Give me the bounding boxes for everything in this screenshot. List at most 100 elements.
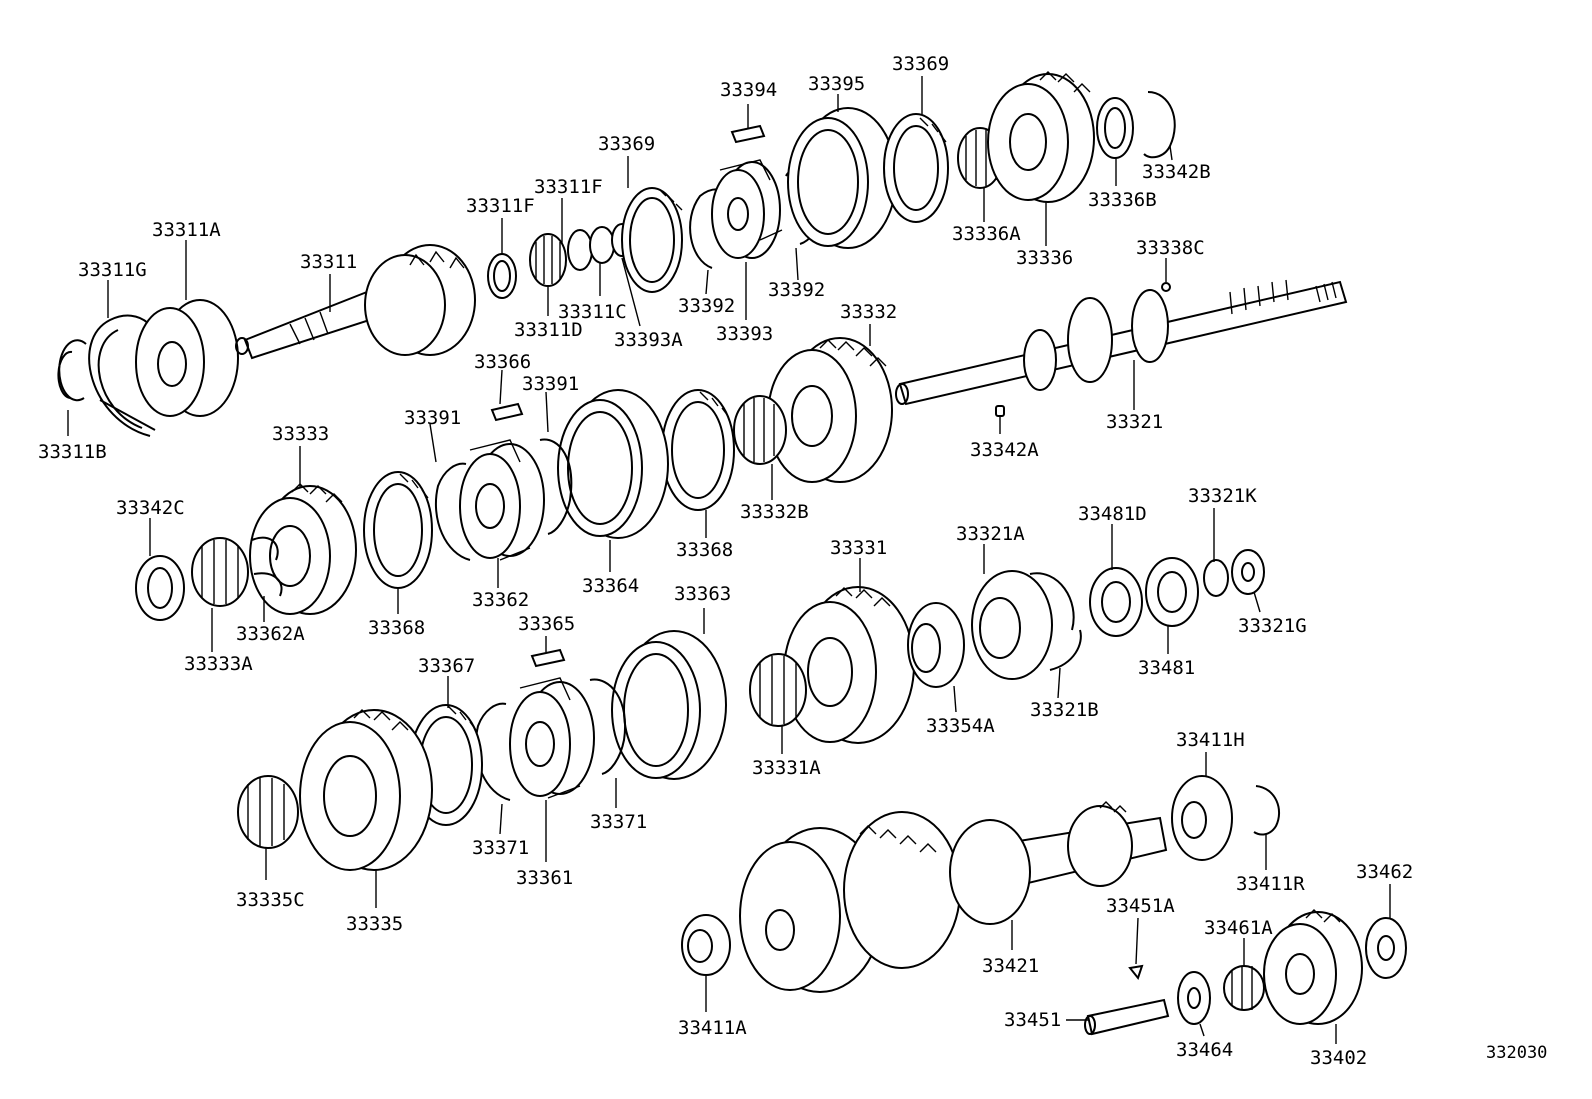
label-33321A: 33321A <box>956 523 1025 545</box>
label-33342B: 33342B <box>1142 161 1211 183</box>
part-33332B-needle-bearing[interactable] <box>733 395 787 465</box>
part-33462-washer[interactable] <box>1365 917 1407 979</box>
label-33311C: 33311C <box>558 301 627 323</box>
label-33311B: 33311B <box>38 441 107 463</box>
label-33395: 33395 <box>808 73 865 95</box>
label-33451: 33451 <box>1004 1009 1061 1031</box>
label-33371-b: 33371 <box>472 837 529 859</box>
leader-lines <box>67 76 1391 1044</box>
part-33311F-ring-a[interactable] <box>487 253 517 299</box>
part-33342C-washer[interactable] <box>135 555 185 621</box>
label-33369-a: 33369 <box>598 133 655 155</box>
label-33338C: 33338C <box>1136 237 1205 259</box>
part-33342B-snap-ring[interactable] <box>1143 91 1176 159</box>
part-33335-gear[interactable] <box>299 709 433 871</box>
part-33321K-o-ring[interactable] <box>1203 559 1229 597</box>
part-33362-hub[interactable] <box>459 439 545 561</box>
label-33321K: 33321K <box>1188 485 1257 507</box>
part-33354A-ring[interactable] <box>907 602 965 688</box>
label-33362A: 33362A <box>236 623 305 645</box>
part-33368-synchro-ring-a[interactable] <box>363 471 433 589</box>
part-33402-reverse-idler-gear[interactable] <box>1263 909 1363 1025</box>
part-33321A-bearing[interactable] <box>971 570 1053 680</box>
part-33311B-snap-ring[interactable] <box>57 339 87 402</box>
label-33393A: 33393A <box>614 329 683 351</box>
part-33363-sleeve[interactable] <box>611 630 727 780</box>
label-33481D: 33481D <box>1078 503 1147 525</box>
part-33311D-needle-bearing[interactable] <box>529 233 567 287</box>
part-33331-gear[interactable] <box>783 586 915 744</box>
diagram-code: 332030 <box>1486 1043 1547 1063</box>
part-33481D-washer[interactable] <box>1089 567 1143 637</box>
label-33402: 33402 <box>1310 1047 1367 1069</box>
part-33311-input-shaft[interactable] <box>235 244 476 360</box>
label-33331: 33331 <box>830 537 887 559</box>
part-33333-gear[interactable] <box>249 483 357 615</box>
part-33332-gear[interactable] <box>767 337 893 483</box>
part-33361-hub[interactable] <box>509 677 595 799</box>
part-33365-shifting-key[interactable] <box>530 648 566 668</box>
part-33451A-pin[interactable] <box>1128 964 1144 981</box>
label-33361: 33361 <box>516 867 573 889</box>
part-33311F-ring-b[interactable] <box>567 229 593 271</box>
label-33321: 33321 <box>1106 411 1163 433</box>
label-33392-a: 33392 <box>678 295 735 317</box>
part-33338C-ball[interactable] <box>1161 282 1171 292</box>
part-33391-key-spring-a[interactable] <box>434 462 471 561</box>
part-33364-sleeve[interactable] <box>557 389 669 539</box>
part-33369-synchro-ring-b[interactable] <box>883 113 949 223</box>
part-33371-key-spring-b[interactable] <box>589 678 627 775</box>
part-33393-hub[interactable] <box>711 159 783 259</box>
part-labels: 33311B 33311G 33311A 33311 33311F 33311F… <box>38 53 1547 1069</box>
part-33335C-needle-bearing[interactable] <box>237 775 299 849</box>
part-33321-output-shaft[interactable] <box>895 279 1348 406</box>
label-33464: 33464 <box>1176 1039 1233 1061</box>
label-33363: 33363 <box>674 583 731 605</box>
label-33336B: 33336B <box>1088 189 1157 211</box>
label-33311G: 33311G <box>78 259 147 281</box>
label-33311A: 33311A <box>152 219 221 241</box>
label-33367: 33367 <box>418 655 475 677</box>
part-33371-key-spring-a[interactable] <box>474 702 511 801</box>
part-33336B-washer[interactable] <box>1096 97 1134 159</box>
label-33332B: 33332B <box>740 501 809 523</box>
label-33421: 33421 <box>982 955 1039 977</box>
part-33411A-bearing-race[interactable] <box>681 914 731 976</box>
label-33411H: 33411H <box>1176 729 1245 751</box>
part-33321G-nut[interactable] <box>1231 549 1265 595</box>
label-33335: 33335 <box>346 913 403 935</box>
label-33462: 33462 <box>1356 861 1413 883</box>
part-33481-washer[interactable] <box>1145 557 1199 627</box>
part-33368-synchro-ring-b[interactable] <box>661 389 735 511</box>
part-33311A-bearing[interactable] <box>135 299 239 417</box>
part-33321B-snap-ring[interactable] <box>1029 572 1082 671</box>
part-33451-reverse-idler-shaft[interactable] <box>1084 998 1170 1036</box>
label-33364: 33364 <box>582 575 639 597</box>
part-33411R-snap-ring[interactable] <box>1253 785 1281 836</box>
part-33366-shifting-key[interactable] <box>490 402 524 422</box>
part-33464-washer[interactable] <box>1177 971 1211 1025</box>
part-33362A-snap-ring[interactable] <box>251 536 283 597</box>
part-33331A-needle-bearing[interactable] <box>749 653 807 727</box>
part-33461A-needle-bearing[interactable] <box>1223 965 1265 1011</box>
part-33391-key-spring-b[interactable] <box>539 438 573 535</box>
part-33394-shifting-key[interactable] <box>730 124 766 144</box>
label-33411A: 33411A <box>678 1017 747 1039</box>
label-33391-a: 33391 <box>522 373 579 395</box>
part-33421-counter-gear[interactable] <box>739 801 1168 993</box>
part-33333A-needle-bearing[interactable] <box>191 537 249 607</box>
label-33342A: 33342A <box>970 439 1039 461</box>
part-33411H-bearing[interactable] <box>1171 775 1233 861</box>
part-33369-synchro-ring-a[interactable] <box>621 187 683 293</box>
label-33332: 33332 <box>840 301 897 323</box>
part-33395-sleeve[interactable] <box>787 107 897 249</box>
label-33336A: 33336A <box>952 223 1021 245</box>
label-33481: 33481 <box>1138 657 1195 679</box>
part-33336-gear[interactable] <box>987 71 1095 203</box>
part-33311C-ring[interactable] <box>589 226 615 264</box>
label-33342C: 33342C <box>116 497 185 519</box>
label-33394: 33394 <box>720 79 777 101</box>
part-33342A-ball[interactable] <box>995 405 1005 417</box>
label-33321G: 33321G <box>1238 615 1307 637</box>
